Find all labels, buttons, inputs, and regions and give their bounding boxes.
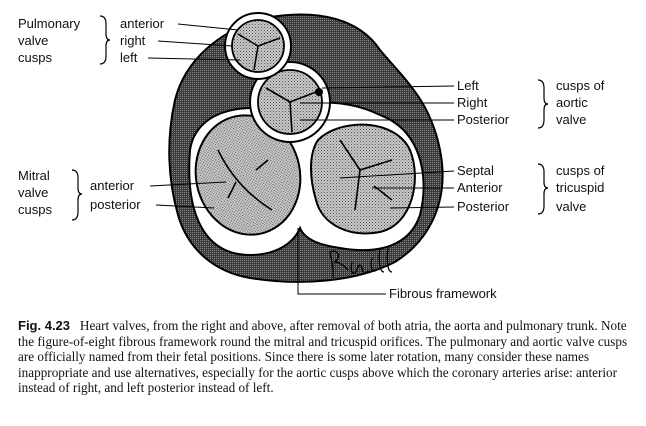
heart-valves-diagram: Pulmonary valve cusps anterior right lef… (18, 12, 605, 301)
tricuspid-group-label-2: tricuspid (556, 180, 604, 195)
tricuspid-cusp-septal-label: Septal (457, 163, 494, 178)
pulmonary-brace (99, 15, 111, 65)
tricuspid-brace (537, 163, 549, 215)
aortic-group-label-3: valve (556, 112, 586, 127)
aortic-cusp-right-label: Right (457, 95, 488, 110)
pulmonary-cusp-left-label: left (120, 50, 138, 65)
coronary-ostium (315, 88, 323, 96)
pulmonary-group-label-1: Pulmonary (18, 16, 81, 31)
pulmonary-group-label-2: valve (18, 33, 48, 48)
mitral-brace (71, 169, 83, 221)
fibrous-framework-label: Fibrous framework (389, 286, 497, 301)
pulmonary-group-label-3: cusps (18, 50, 52, 65)
tricuspid-valve (310, 123, 416, 235)
caption-text: Heart valves, from the right and above, … (18, 318, 628, 396)
leader-tricuspid-septal (339, 170, 455, 179)
pulmonary-cusp-anterior-label: anterior (120, 16, 165, 31)
mitral-cusp-posterior-label: posterior (90, 197, 141, 212)
aortic-group-label-1: cusps of (556, 78, 605, 93)
tricuspid-cusp-anterior-label: Anterior (457, 180, 503, 195)
tricuspid-cusp-posterior-label: Posterior (457, 199, 510, 214)
leader-mitral-anterior (149, 181, 227, 187)
leader-pulmonary-anterior (177, 23, 239, 31)
figure-number: Fig. 4.23 (18, 318, 71, 333)
aortic-cusp-left-label: Left (457, 78, 479, 93)
mitral-group-label-1: Mitral (18, 168, 50, 183)
leader-aortic-left (321, 85, 455, 89)
aortic-cusp-posterior-label: Posterior (457, 112, 510, 127)
tricuspid-group-label-3: valve (556, 199, 586, 214)
aortic-brace (537, 79, 549, 129)
leader-pulmonary-right (157, 40, 233, 47)
tricuspid-group-label-1: cusps of (556, 163, 605, 178)
mitral-group-label-3: cusps (18, 202, 52, 217)
leader-tricuspid-posterior (389, 206, 455, 209)
leader-mitral-posterior (155, 204, 215, 209)
mitral-cusp-anterior-label: anterior (90, 178, 135, 193)
artist-signature (329, 247, 393, 279)
mitral-closure-line (217, 149, 273, 211)
leader-fibrous-framework (297, 228, 386, 295)
leader-pulmonary-left (147, 57, 241, 61)
mitral-group-label-2: valve (18, 185, 48, 200)
pulmonary-cusp-right-label: right (120, 33, 146, 48)
figure-caption: Fig. 4.23 Heart valves, from the right a… (18, 318, 633, 396)
mitral-valve (194, 114, 302, 236)
aortic-group-label-2: aortic (556, 95, 588, 110)
aortic-closure-line (265, 87, 317, 133)
pulmonary-closure-line (237, 33, 281, 71)
